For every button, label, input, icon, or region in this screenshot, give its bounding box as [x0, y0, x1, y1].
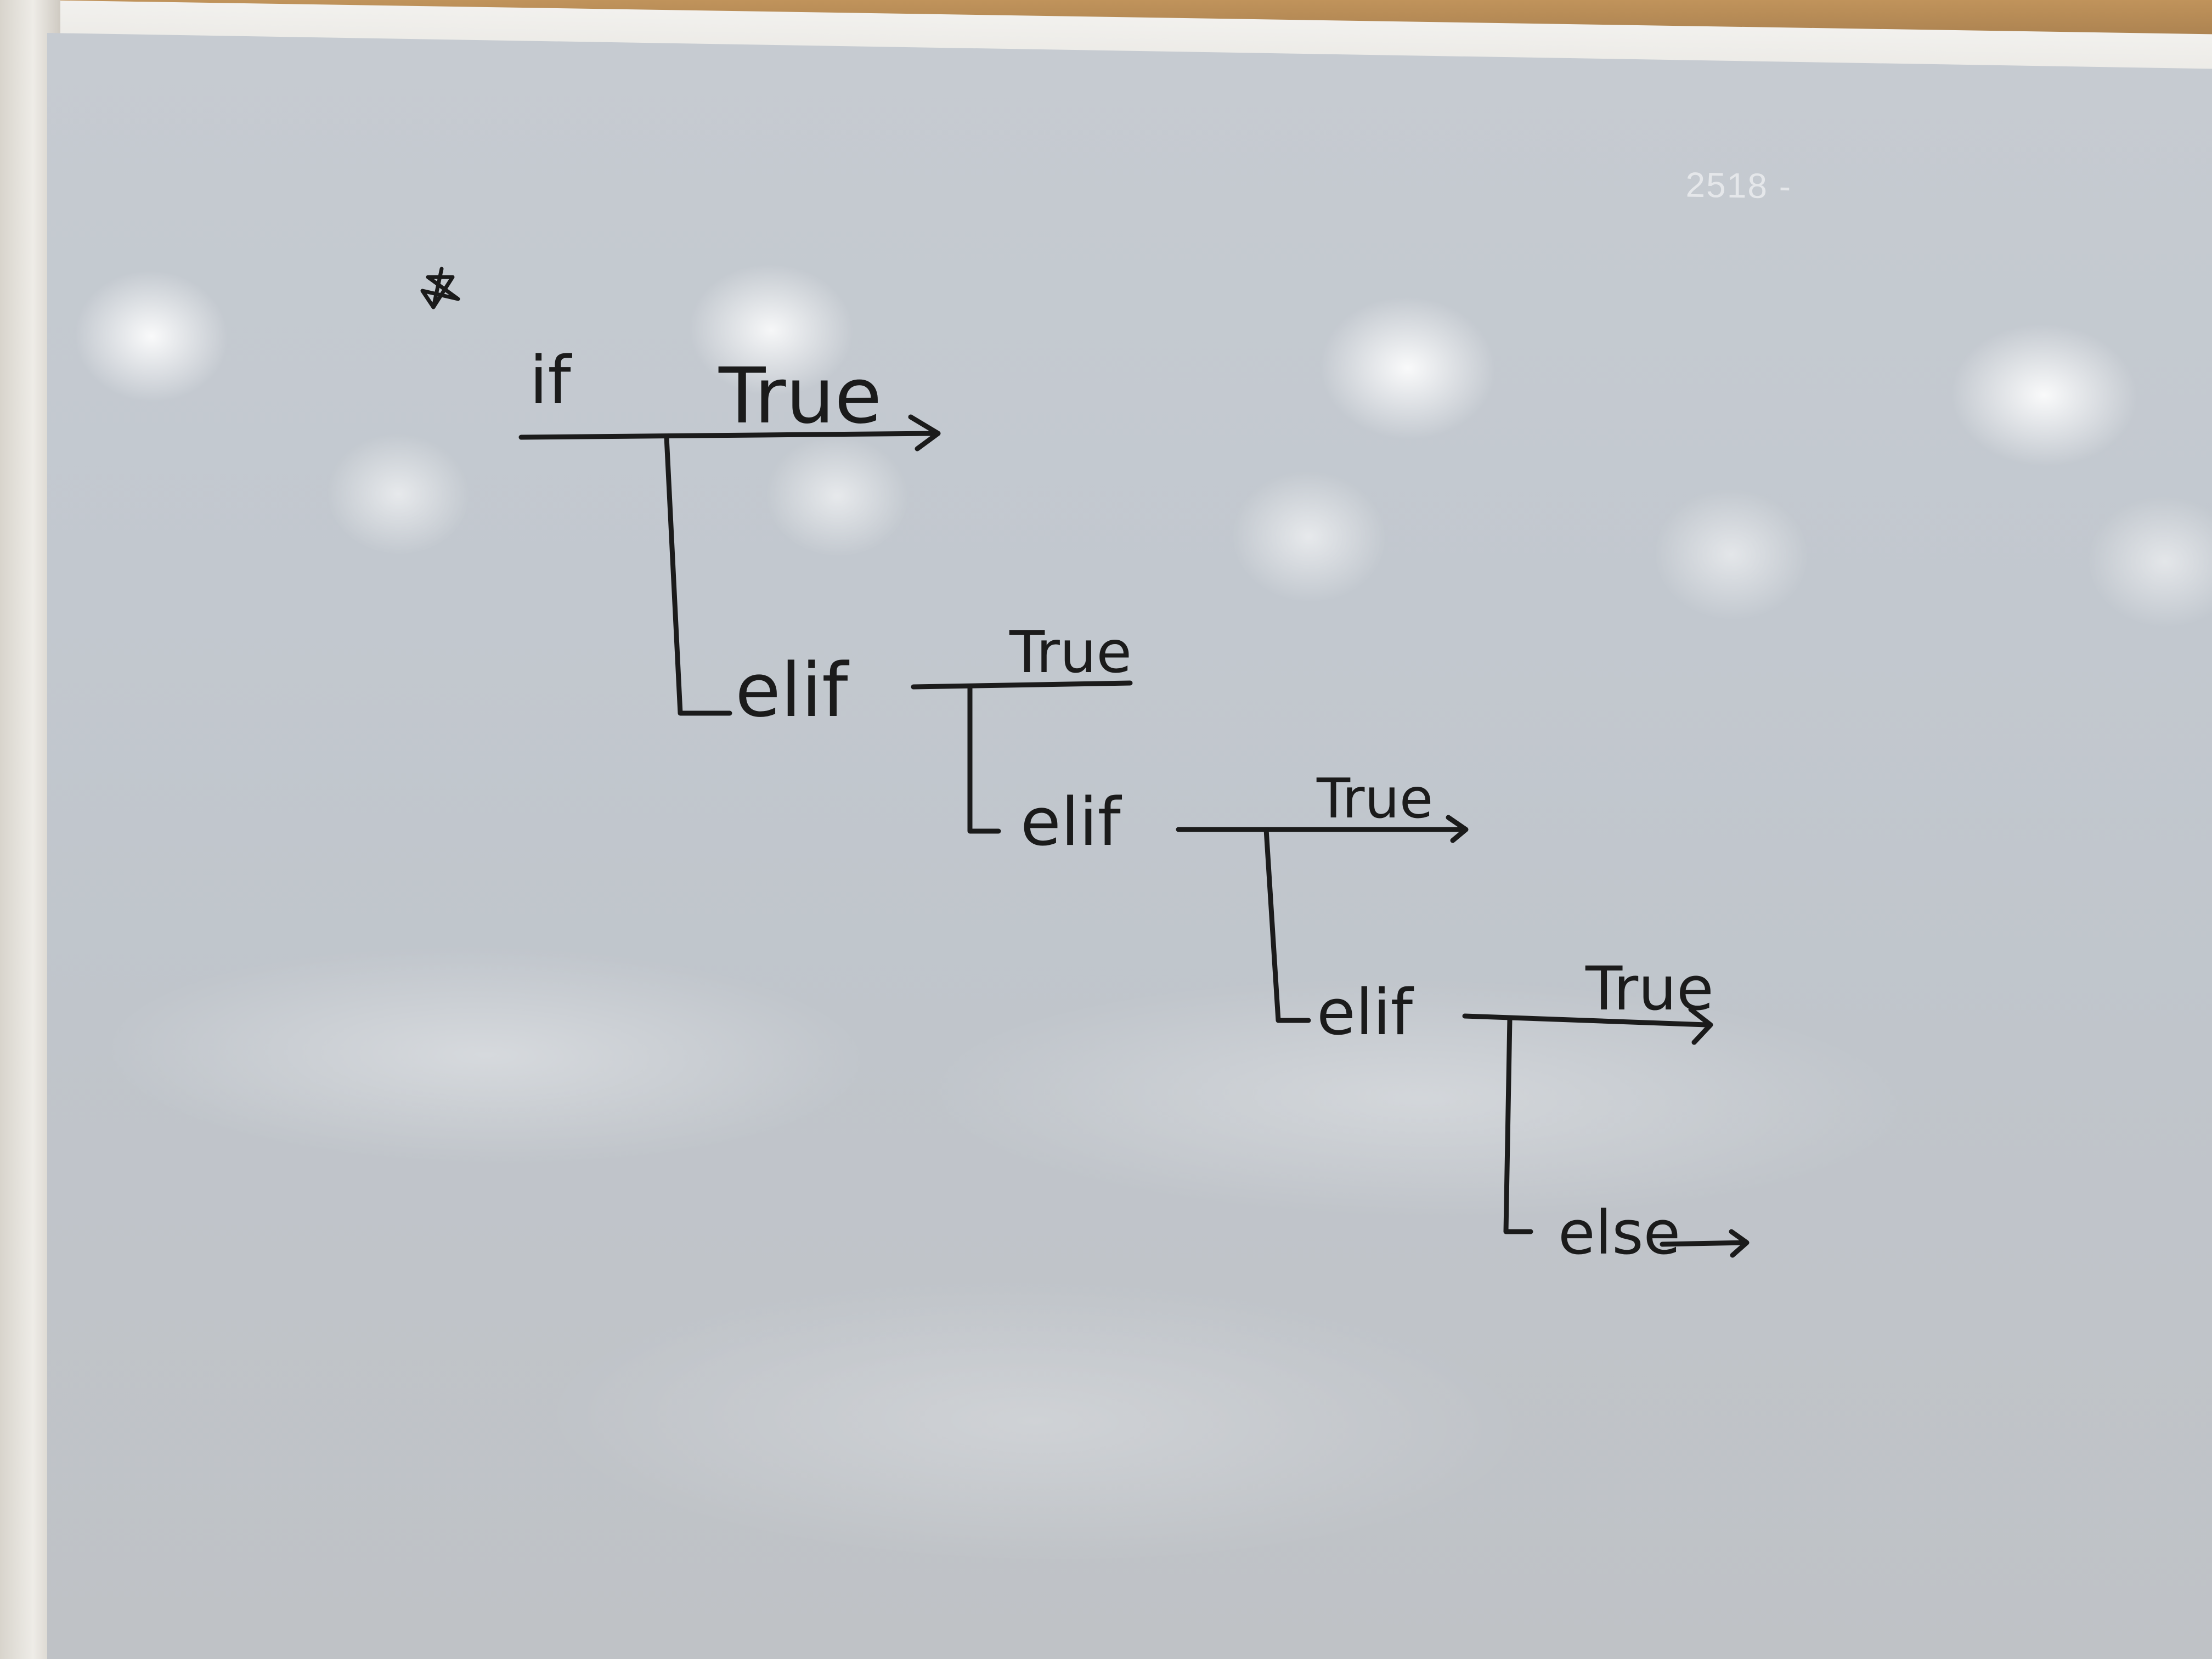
elif-1-true-line	[911, 680, 1133, 690]
else-label: else	[1558, 1198, 1680, 1268]
elif-2-label: elif	[1020, 785, 1122, 861]
if-true-arrow	[518, 414, 941, 452]
if-true-label: True	[718, 352, 882, 441]
elif-1-label: elif	[735, 647, 850, 733]
elif-3-label: elif	[1317, 976, 1414, 1049]
if-label: if	[529, 343, 572, 419]
elif-2-connector	[1263, 827, 1311, 1023]
elif-1-connector	[967, 684, 1001, 834]
elif-3-true-arrow	[1462, 1007, 1713, 1045]
elif-3-connector	[1503, 1017, 1533, 1234]
elif-2-true-label: True	[1316, 766, 1433, 831]
else-arrow	[1660, 1229, 1750, 1258]
star-doodle	[420, 267, 460, 309]
if-connector	[664, 435, 732, 716]
elif-2-true-arrow	[1176, 815, 1469, 843]
elif-1-true-label: True	[1009, 619, 1132, 686]
